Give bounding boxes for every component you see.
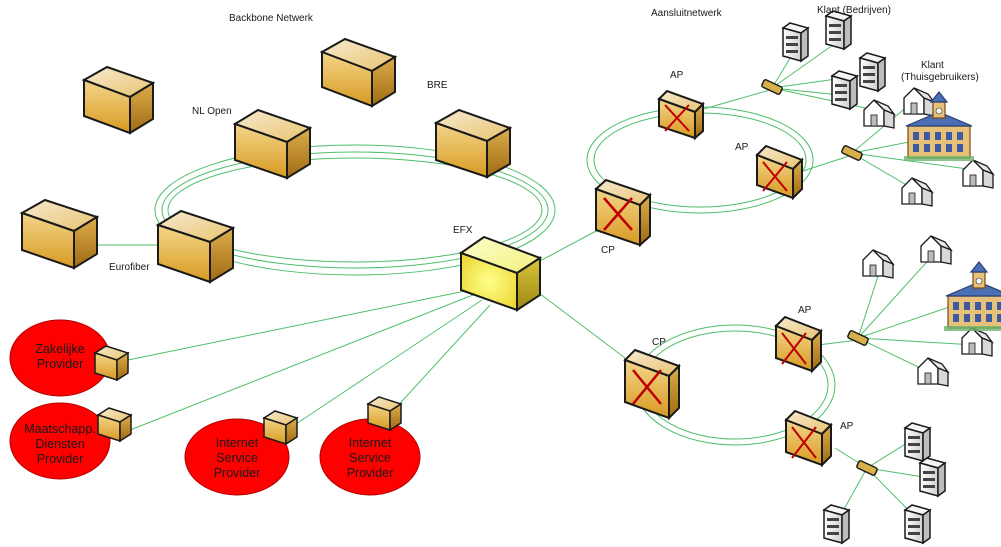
link-ap2-switch [799,154,853,173]
house-icon [863,99,896,129]
label-ap-4: AP [840,421,854,432]
provider-maatschapp-line-1: Maatschapp. [24,422,96,436]
label-ap-3: AP [798,305,812,316]
provider-maatschapp-line-2: Diensten [35,437,84,451]
label-aansluitnetwerk: Aansluitnetwerk [651,8,723,19]
backbone-ring-mid [161,151,549,269]
server-box-icon [858,52,887,93]
provider-isp-2: Internet Service Provider [319,418,421,496]
backbone-node-2 [319,37,398,108]
provider-zakelijke-line-2: Provider [37,357,84,371]
node-nl-open [232,108,313,180]
label-ap-2: AP [735,142,749,153]
provider-maatschapp: Maatschapp. Diensten Provider [9,402,111,480]
house-icon [962,159,995,189]
house-icon [917,357,950,387]
link-ap3-switch [817,339,859,346]
backbone-ring-outer [154,144,556,276]
label-eurofiber: Eurofiber [109,262,150,273]
link-efx-isp2 [391,304,491,413]
label-klant-thuis-line-1: Klant [921,60,944,71]
server-box-icon [918,457,947,498]
link-efx-zakelijke [127,289,471,361]
provider-box-zakelijke [93,345,130,382]
provider-isp-2-line-2: Service [349,451,391,465]
server-box-icon [822,504,851,545]
backbone-node-3 [19,198,100,270]
link-efx-maatschapp [124,294,474,433]
router-ap-1 [657,89,705,141]
link-efx-cp-top [537,229,599,263]
provider-box-maatschapp [96,407,133,443]
node-bre [433,108,513,179]
server-box-icon [781,22,810,63]
server-box-icon [830,70,859,111]
label-efx: EFX [453,225,473,236]
provider-isp-2-line-1: Internet [349,436,392,450]
router-ap-4 [784,409,833,468]
node-eurofiber [155,209,236,284]
link-efx-cp-bottom [534,289,626,359]
house-icon [920,235,953,265]
label-cp-bottom: CP [652,337,666,348]
provider-box-isp-2 [366,396,403,432]
provider-box-isp-1 [262,410,299,446]
provider-isp-1-line-1: Internet [216,436,259,450]
house-icon [961,327,994,357]
link-ap1-switch [699,89,771,111]
server-box-icon [903,504,932,545]
switch-icon [761,79,878,476]
provider-isp-1-line-2: Service [216,451,258,465]
server-box-icon [824,10,853,51]
router-cp-bottom [623,348,681,421]
label-klant-bedrijven: Klant (Bedrijven) [817,5,891,16]
provider-isp-1-line-3: Provider [214,466,261,480]
links [97,39,976,521]
provider-isp-1: Internet Service Provider [184,418,290,496]
router-ap-2 [755,144,804,201]
router-cp-top [594,178,652,248]
client-icons [781,10,1001,545]
label-backbone-netwerk: Backbone Netwerk [229,13,314,24]
provider-maatschapp-line-3: Provider [37,452,84,466]
label-ap-1: AP [670,70,684,81]
label-cp-top: CP [601,245,615,256]
town-hall-icon [904,91,974,161]
label-bre: BRE [427,80,448,91]
house-icon [901,177,934,207]
town-hall-icon [944,261,1001,331]
provider-zakelijke: Zakelijke Provider [9,319,111,397]
label-nl-open: NL Open [192,106,232,117]
house-icon [862,249,895,279]
router-ap-3 [774,315,823,374]
backbone-node-1 [81,65,156,135]
provider-isp-2-line-3: Provider [347,466,394,480]
provider-zakelijke-line-1: Zakelijke [35,342,84,356]
node-efx [458,235,543,312]
label-klant-thuis-line-2: (Thuisgebruikers) [901,72,979,83]
backbone-ring-inner [167,157,543,263]
link-efx-isp1 [289,299,483,429]
house-icon [903,87,936,117]
server-box-icon [903,422,932,463]
